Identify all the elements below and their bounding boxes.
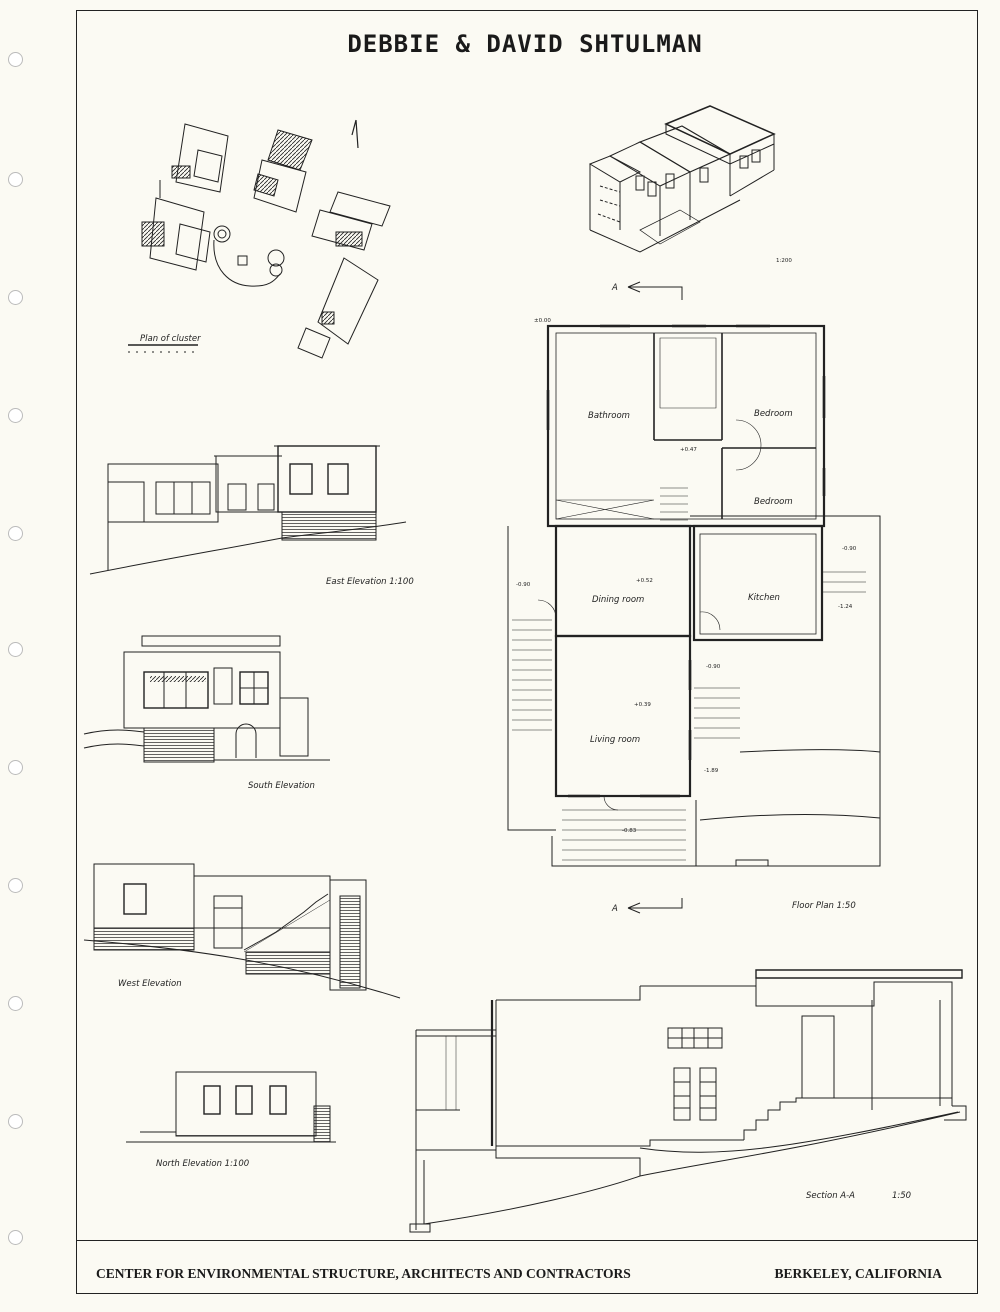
north-elevation: North Elevation 1:100 (126, 1071, 336, 1169)
svg-text:+0.52: +0.52 (636, 578, 653, 584)
section-a-a: Section A-A 1:50 (409, 969, 967, 1233)
site-plan: Plan of cluster (128, 119, 391, 359)
binder-hole (8, 760, 23, 775)
site-plan-caption: Plan of cluster (140, 334, 201, 344)
svg-text:-0.90: -0.90 (516, 582, 531, 588)
section-scale: 1:50 (892, 1191, 911, 1201)
east-elevation: East Elevation 1:100 (89, 445, 414, 587)
east-elevation-caption: East Elevation 1:100 (326, 577, 414, 587)
south-elevation: South Elevation (83, 635, 330, 791)
axonometric-view: 1:200 (588, 105, 792, 264)
section-caption: Section A-A (806, 1191, 855, 1201)
binder-hole (8, 878, 23, 893)
north-elevation-caption: North Elevation 1:100 (156, 1159, 249, 1169)
binder-hole (8, 1114, 23, 1129)
axonometric-scale: 1:200 (776, 258, 792, 264)
room-label-bedroom: Bedroom (754, 409, 793, 419)
binder-hole (8, 1230, 23, 1245)
svg-text:A: A (611, 904, 618, 914)
floor-plan-caption: Floor Plan 1:50 (792, 901, 856, 911)
binder-hole (8, 290, 23, 305)
svg-text:±0.00: ±0.00 (534, 318, 551, 324)
west-elevation-caption: West Elevation (118, 979, 182, 989)
sheet-title: DEBBIE & DAVID SHTULMAN (347, 30, 703, 58)
svg-text:+0.39: +0.39 (634, 702, 651, 708)
svg-text:+0.47: +0.47 (680, 447, 697, 453)
south-elevation-caption: South Elevation (248, 781, 315, 791)
footer-location: BERKELEY, CALIFORNIA (774, 1266, 942, 1281)
svg-text:-1.24: -1.24 (838, 604, 853, 610)
binder-hole (8, 996, 23, 1011)
drawing-sheet-border (76, 10, 978, 1294)
binder-hole (8, 526, 23, 541)
svg-text:-1.89: -1.89 (704, 768, 719, 774)
footer-firm: CENTER FOR ENVIRONMENTAL STRUCTURE, ARCH… (96, 1266, 631, 1281)
room-label-kitchen: Kitchen (748, 593, 780, 603)
svg-text:-0.90: -0.90 (706, 664, 721, 670)
floor-plan: A A (507, 281, 881, 914)
footer-divider (76, 1240, 978, 1241)
room-label-bathroom: Bathroom (588, 411, 630, 421)
binder-hole (8, 172, 23, 187)
svg-text:-0.83: -0.83 (622, 828, 637, 834)
room-label-bedroom: Bedroom (754, 497, 793, 507)
svg-text:-0.90: -0.90 (842, 546, 857, 552)
room-label-dining: Dining room (592, 595, 644, 605)
binder-hole (8, 642, 23, 657)
west-elevation: West Elevation (83, 863, 401, 999)
binder-hole (8, 52, 23, 67)
svg-text:A: A (611, 283, 618, 293)
binder-hole (8, 408, 23, 423)
room-label-living: Living room (590, 735, 640, 745)
